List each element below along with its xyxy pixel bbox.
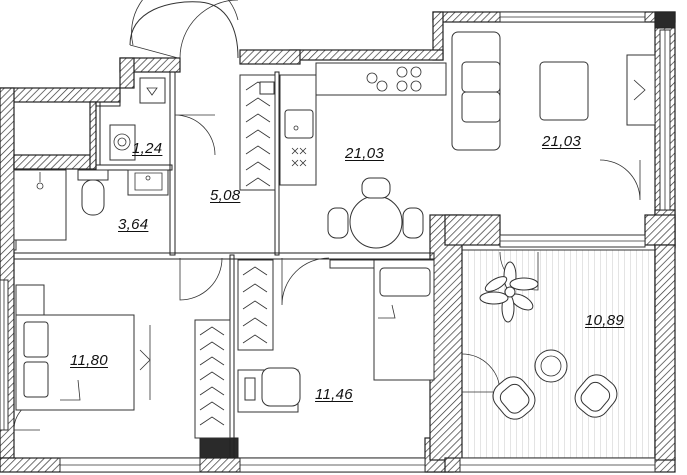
bed-1 bbox=[15, 284, 151, 411]
area-label-bedroom-2: 11,46 bbox=[315, 386, 353, 403]
interior-walls bbox=[13, 71, 435, 459]
sofa bbox=[451, 31, 656, 151]
bathroom-fixtures bbox=[13, 169, 169, 241]
desk bbox=[237, 367, 301, 413]
wardrobe-2 bbox=[237, 259, 274, 351]
windows bbox=[0, 11, 671, 473]
area-label-hallway: 5,08 bbox=[210, 187, 241, 204]
area-label-bathroom-small: 1,24 bbox=[132, 140, 163, 157]
hallway-wardrobe bbox=[239, 74, 276, 191]
washbasin-small bbox=[109, 77, 166, 161]
wardrobe-1 bbox=[194, 319, 231, 439]
balcony-furniture bbox=[479, 261, 618, 420]
area-label-bathroom: 3,64 bbox=[118, 216, 149, 233]
bed-2 bbox=[329, 259, 435, 381]
kitchen-units bbox=[279, 62, 447, 186]
area-label-kitchen: 21,03 bbox=[345, 145, 385, 162]
area-label-balcony: 10,89 bbox=[585, 312, 625, 329]
area-label-bedroom-1: 11,80 bbox=[70, 352, 108, 369]
interior-doors[interactable] bbox=[13, 114, 641, 431]
dining-table bbox=[327, 177, 424, 249]
area-label-living-room: 21,03 bbox=[542, 133, 582, 150]
entrance-door[interactable] bbox=[129, 0, 239, 59]
